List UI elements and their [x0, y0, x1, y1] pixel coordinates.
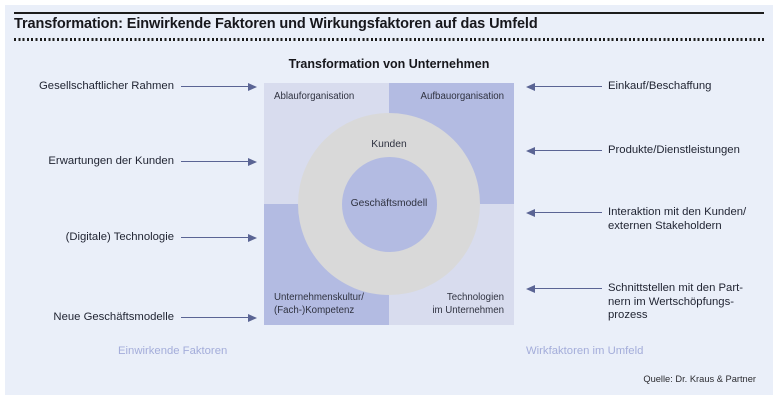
arrow-head-left-icon [526, 208, 535, 217]
left-factor-neue-geschaeftsmodelle: Neue Geschäftsmodelle [53, 311, 174, 323]
right-arrow-1 [526, 82, 602, 91]
right-arrow-2 [526, 146, 602, 155]
right-factor-schnittstellen-partner: Schnittstellen mit den Part- nern im Wer… [608, 282, 743, 322]
right-arrow-4 [526, 284, 602, 293]
arrow-head-right-icon [248, 157, 257, 166]
quadrant-label-aufbauorganisation: Aufbauorganisation [420, 91, 504, 102]
left-arrow-1 [181, 82, 257, 91]
right-factor-produkte-dienstleistungen: Produkte/Dienstleistungen [608, 144, 740, 156]
quadrant-label-ablauforganisation: Ablauforganisation [274, 91, 355, 102]
arrow-shaft [534, 150, 602, 152]
arrow-head-left-icon [526, 146, 535, 155]
arrow-head-left-icon [526, 284, 535, 293]
left-factor-digitale-technologie: (Digitale) Technologie [65, 231, 174, 243]
transformation-matrix: Ablauforganisation Aufbauorganisation Un… [264, 83, 514, 325]
right-arrow-3 [526, 208, 602, 217]
arrow-shaft [181, 317, 249, 319]
arrow-shaft [534, 212, 602, 214]
left-caption: Einwirkende Faktoren [118, 345, 228, 357]
arrow-shaft [181, 237, 249, 239]
header-dotted-separator [14, 38, 764, 41]
right-factor-einkauf-beschaffung: Einkauf/Beschaffung [608, 80, 712, 92]
diagram-title: Transformation von Unternehmen [288, 57, 490, 71]
arrow-head-right-icon [248, 82, 257, 91]
arrow-head-right-icon [248, 233, 257, 242]
left-arrow-4 [181, 313, 257, 322]
right-factor-interaktion-kunden: Interaktion mit den Kunden/ externen Sta… [608, 206, 747, 232]
arrow-shaft [181, 161, 249, 163]
geschaeftsmodell-core-label: Geschäftsmodell [350, 197, 428, 209]
quadrant-label-technologien: Technologien im Unternehmen [432, 292, 504, 316]
right-caption: Wirkfaktoren im Umfeld [526, 345, 644, 357]
arrow-shaft [534, 288, 602, 290]
source-attribution: Quelle: Dr. Kraus & Partner [643, 374, 756, 384]
left-arrow-3 [181, 233, 257, 242]
arrow-head-right-icon [248, 313, 257, 322]
header-top-rule [14, 12, 764, 14]
kunden-ring-label: Kunden [371, 139, 407, 150]
left-factor-erwartungen-der-kunden: Erwartungen der Kunden [48, 155, 174, 167]
left-factor-gesellschaftlicher-rahmen: Gesellschaftlicher Rahmen [39, 80, 174, 92]
page-title: Transformation: Einwirkende Faktoren und… [14, 16, 538, 32]
left-arrow-2 [181, 157, 257, 166]
quadrant-label-unternehmenskultur: Unternehmenskultur/ (Fach-)Kompetenz [274, 292, 364, 316]
arrow-shaft [534, 86, 602, 88]
arrow-shaft [181, 86, 249, 88]
kunden-ring: Kunden Geschäftsmodell [298, 113, 480, 295]
geschaeftsmodell-core: Geschäftsmodell [341, 156, 437, 252]
arrow-head-left-icon [526, 82, 535, 91]
